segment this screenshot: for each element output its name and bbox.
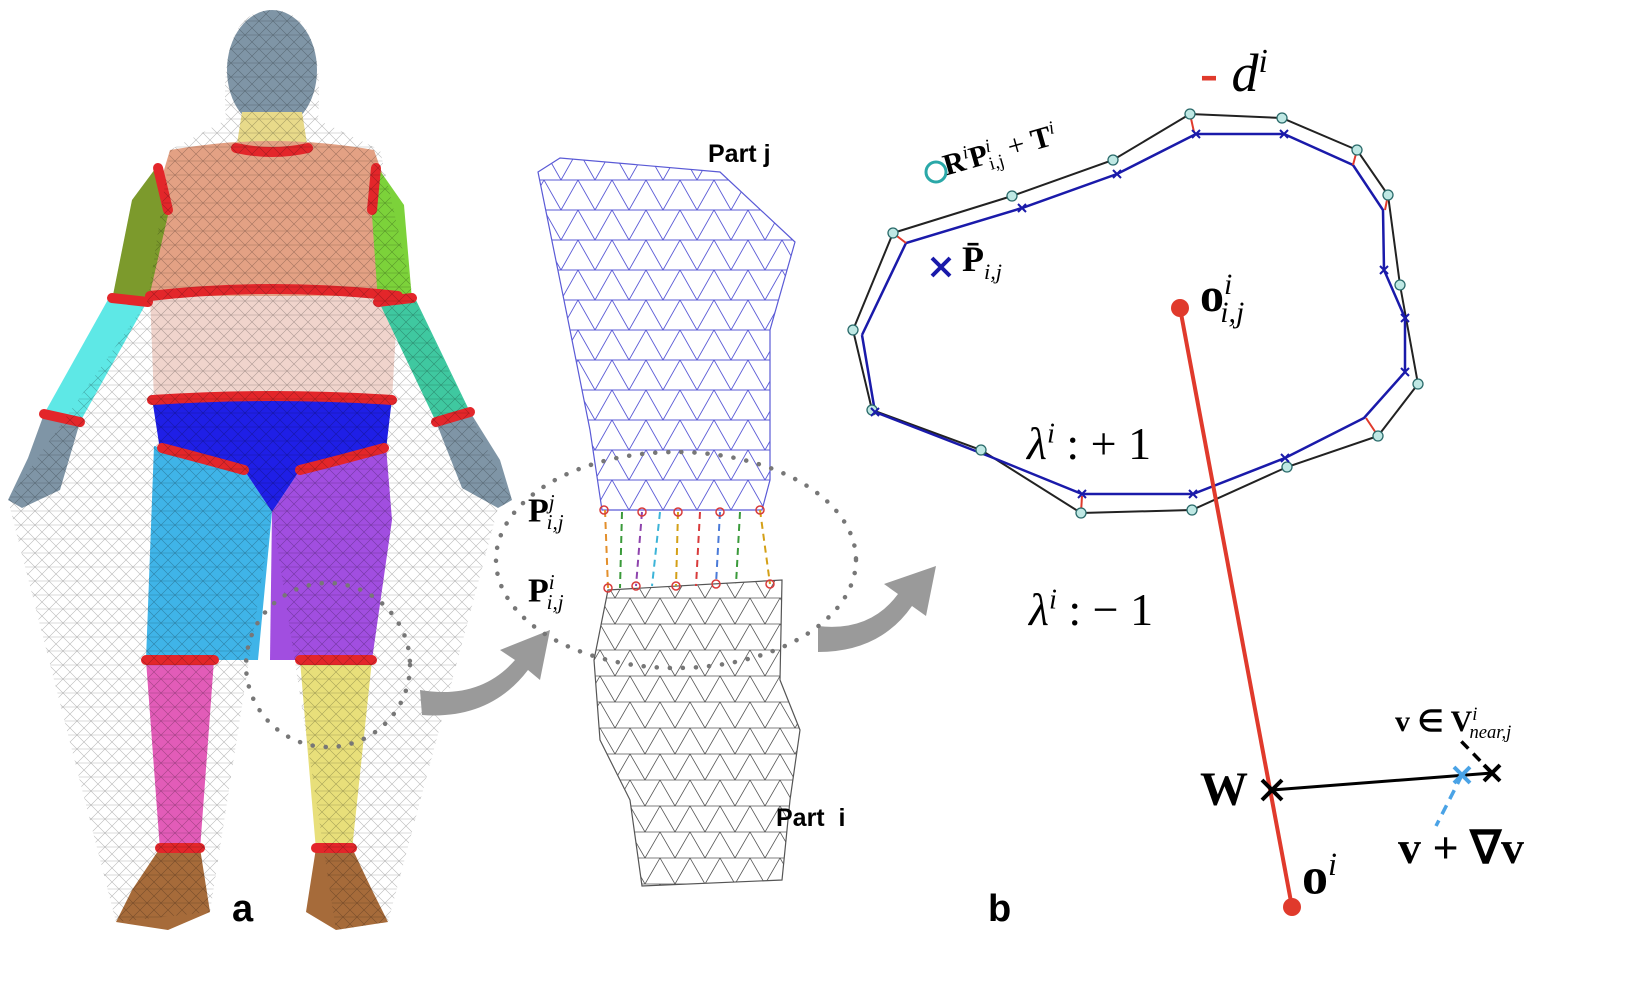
v-in-sup: i xyxy=(1472,704,1478,725)
part-i-label: Part i xyxy=(776,804,846,832)
pbar-legend-marker xyxy=(930,256,952,278)
near-set-dashed-line xyxy=(1458,738,1494,775)
o-i-base: o xyxy=(1302,848,1328,906)
d-base: d xyxy=(1231,43,1259,103)
v-in-sub: near,j xyxy=(1469,722,1512,743)
correspondence-lines xyxy=(604,509,771,589)
d-minus: - xyxy=(1200,43,1218,103)
center-line xyxy=(1178,307,1294,908)
reference-contour xyxy=(860,132,1407,496)
lambda-minus-val: : − 1 xyxy=(1056,584,1154,635)
w-to-v-line xyxy=(1271,771,1493,792)
left-forearm-region xyxy=(44,296,148,422)
arrow-mesh-to-b xyxy=(818,566,936,652)
pbar-label: P̄i,j xyxy=(962,238,1002,285)
lambda-plus-sup: i xyxy=(1046,418,1055,450)
panel-b-label: b xyxy=(988,888,1012,930)
gradient-dashed-line xyxy=(1434,774,1464,827)
part-j-mesh xyxy=(537,157,796,511)
o-ij-sup: i xyxy=(1224,268,1233,301)
v-in-label: v ∈ Vinear,j xyxy=(1380,670,1511,744)
pbar-sub: i,j xyxy=(984,259,1002,285)
lambda-minus: λ xyxy=(1029,584,1049,635)
correspondence-points xyxy=(599,505,775,593)
p-i-sup: i xyxy=(548,570,555,594)
p-i-sub: i,j xyxy=(546,590,564,615)
center-point-oij xyxy=(1171,299,1189,317)
p-j-sup: j xyxy=(548,490,555,514)
o-ij-base: o xyxy=(1200,269,1224,322)
panel-a-label: a xyxy=(232,888,254,930)
p-j-sub: i,j xyxy=(546,510,564,535)
v-in-v: V xyxy=(1450,705,1473,738)
w-label: W xyxy=(1200,763,1248,816)
lambda-plus-label: λi : + 1 xyxy=(1004,364,1151,470)
part-i-mesh xyxy=(593,579,801,887)
arrow-a-to-mesh xyxy=(420,630,550,716)
mesh-figure xyxy=(493,157,859,887)
o-ij-sub: i,j xyxy=(1220,295,1245,329)
p-j-ij-label: Pji,j xyxy=(528,490,564,535)
knee-selection-circle xyxy=(243,580,413,750)
boundary-diagram xyxy=(847,108,1502,916)
o-ij-label: oii,j xyxy=(1200,268,1244,330)
v-grad-label: v + ∇v xyxy=(1398,822,1524,873)
d-sup: i xyxy=(1258,43,1268,80)
w-point-marker xyxy=(1260,778,1284,802)
lambda-plus-val: : + 1 xyxy=(1054,418,1152,469)
boundary-selection-circle xyxy=(493,449,859,671)
transform-legend-marker xyxy=(924,160,948,184)
lambda-minus-label: λi : − 1 xyxy=(1006,530,1153,636)
v-in-text: v ∈ xyxy=(1395,705,1451,738)
p-i-base: P xyxy=(528,572,549,610)
o-i-label: oi xyxy=(1302,846,1337,906)
center-point-oi xyxy=(1283,898,1301,916)
lambda-minus-sup: i xyxy=(1048,584,1057,616)
p-j-base: P xyxy=(528,492,549,530)
p-i-ij-label: Pii,j xyxy=(528,570,564,615)
d-i-label: - di xyxy=(1200,42,1268,104)
pbar-base: P̄ xyxy=(962,239,984,279)
body-model xyxy=(8,10,512,930)
lambda-plus: λ xyxy=(1027,418,1047,469)
o-i-sup: i xyxy=(1328,846,1337,882)
part-j-label: Part j xyxy=(708,140,771,168)
reference-points xyxy=(870,129,1410,499)
